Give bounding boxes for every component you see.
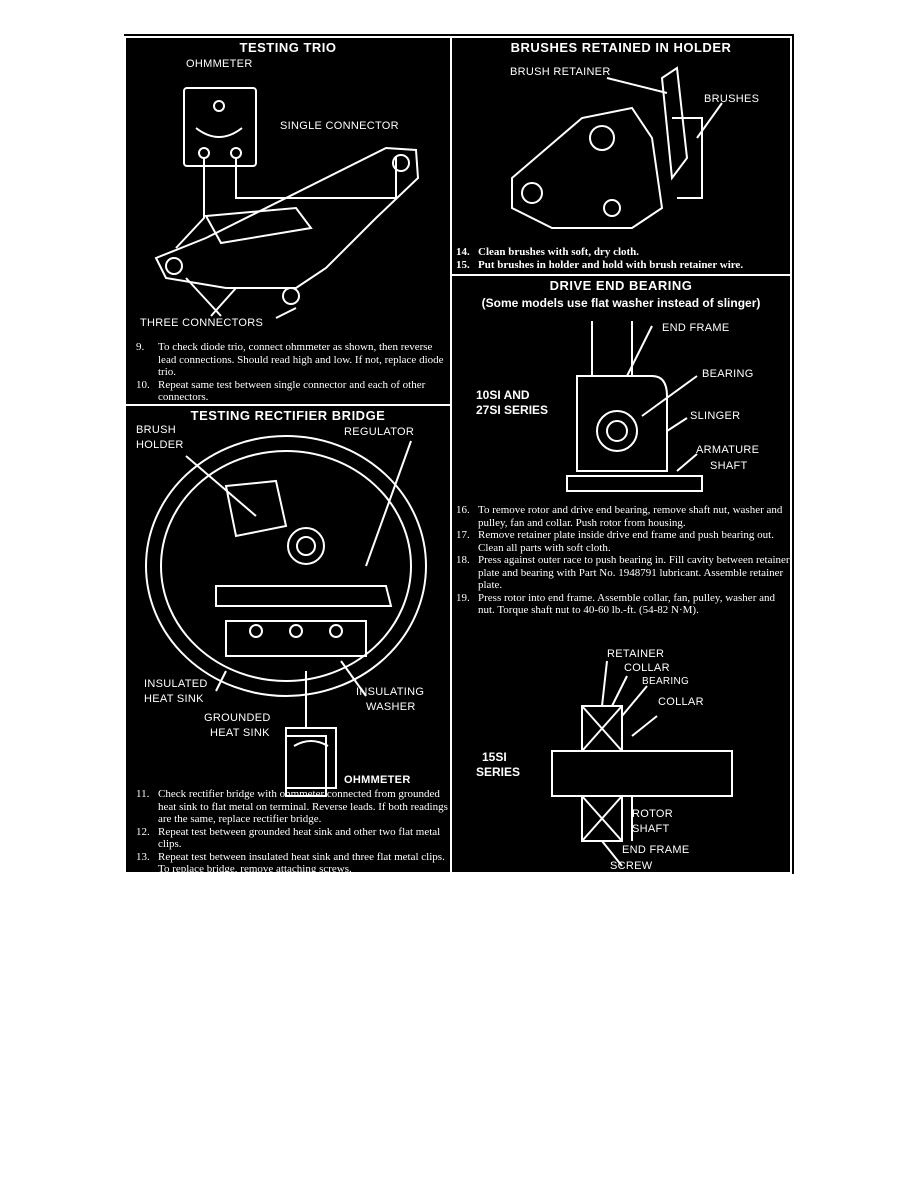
label-regulator: REGULATOR — [344, 426, 415, 438]
label-ohmmeter: OHMMETER — [186, 58, 253, 70]
label-rotor-shaft: SHAFT — [632, 823, 670, 835]
panel-title: TESTING TRIO — [239, 40, 337, 55]
bearing-illustration — [551, 321, 733, 867]
label-armature: ARMATURE — [696, 444, 760, 456]
label-grounded-heat-sink: HEAT SINK — [210, 727, 270, 739]
panel-drive-end-bearing: DRIVE END BEARING (Some models use flat … — [450, 274, 792, 874]
panel-title: TESTING RECTIFIER BRIDGE — [190, 408, 386, 423]
step: 10.Repeat same test between single conne… — [136, 378, 426, 404]
label-brush: BRUSH — [136, 424, 177, 436]
label-collar-2: COLLAR — [658, 696, 704, 708]
panel-title: DRIVE END BEARING — [549, 278, 693, 293]
step: 18.Press against outer race to push bear… — [456, 554, 790, 591]
label-brush-retainer: BRUSH RETAINER — [510, 66, 611, 78]
steps-list: 16.To remove rotor and drive end bearing… — [456, 504, 790, 617]
panel-brushes: BRUSHES RETAINED IN HOLDER BRUSH RETAINE… — [450, 36, 792, 276]
step: 17.Remove retainer plate inside drive en… — [456, 529, 774, 554]
step: 14.Clean brushes with soft, dry cloth. — [456, 246, 640, 258]
label-rotor: ROTOR — [632, 808, 674, 820]
panel-title: BRUSHES RETAINED IN HOLDER — [510, 40, 732, 55]
step: 12.Repeat test between grounded heat sin… — [136, 825, 441, 851]
steps-list: 14.Clean brushes with soft, dry cloth. 1… — [456, 246, 790, 271]
label-15si-series: SERIES — [476, 765, 521, 779]
label-armature-shaft: SHAFT — [710, 460, 748, 472]
label-ohmmeter: OHMMETER — [344, 774, 411, 786]
steps-list: 11.Check rectifier bridge with ohmmeter … — [136, 788, 448, 874]
steps-list: 9.To check diode trio, connect ohmmeter … — [136, 341, 448, 404]
label-washer: WASHER — [366, 701, 416, 713]
step: 15.Put brushes in holder and hold with b… — [456, 258, 744, 271]
label-10si: 10SI AND — [476, 388, 530, 402]
panel-testing-trio: TESTING TRIO OHMMETER SINGLE CONNECTOR T… — [124, 36, 452, 406]
label-bearing: BEARING — [702, 368, 754, 380]
step: 13.Repeat test between insulated heat si… — [136, 850, 445, 863]
diode-trio-illustration — [154, 87, 420, 319]
label-insulated: INSULATED — [144, 678, 208, 690]
label-three-connectors: THREE CONNECTORS — [140, 317, 264, 329]
label-retainer: RETAINER — [607, 648, 665, 660]
label-end-frame-2: END FRAME — [622, 844, 690, 856]
label-insulated-heat-sink: HEAT SINK — [144, 693, 204, 705]
panel-rectifier-bridge: TESTING RECTIFIER BRIDGE BRUSH HOLDER RE… — [124, 404, 452, 874]
manual-page: TESTING TRIO OHMMETER SINGLE CONNECTOR T… — [124, 34, 794, 874]
step: To replace bridge, remove attaching scre… — [158, 863, 352, 874]
label-holder: HOLDER — [136, 439, 184, 451]
label-slinger: SLINGER — [690, 410, 741, 422]
label-single-connector: SINGLE CONNECTOR — [280, 120, 399, 132]
step: 19.Press rotor into end frame. Assemble … — [456, 591, 775, 617]
label-bearing-15si: BEARING — [642, 676, 690, 687]
label-grounded: GROUNDED — [204, 712, 271, 724]
label-brushes: BRUSHES — [704, 93, 760, 105]
step: 16.To remove rotor and drive end bearing… — [456, 504, 783, 529]
step: 11.Check rectifier bridge with ohmmeter … — [136, 788, 448, 825]
label-collar: COLLAR — [624, 662, 670, 674]
label-end-frame: END FRAME — [662, 322, 730, 334]
label-15si: 15SI — [482, 750, 507, 764]
label-27si-series: 27SI SERIES — [476, 403, 549, 417]
rectifier-bridge-illustration — [145, 435, 427, 797]
label-insulating: INSULATING — [356, 686, 425, 698]
step: 9.To check diode trio, connect ohmmeter … — [136, 341, 444, 378]
panel-subtitle: (Some models use flat washer instead of … — [481, 296, 761, 310]
brush-holder-illustration — [511, 66, 723, 229]
label-screw: SCREW — [610, 860, 653, 872]
